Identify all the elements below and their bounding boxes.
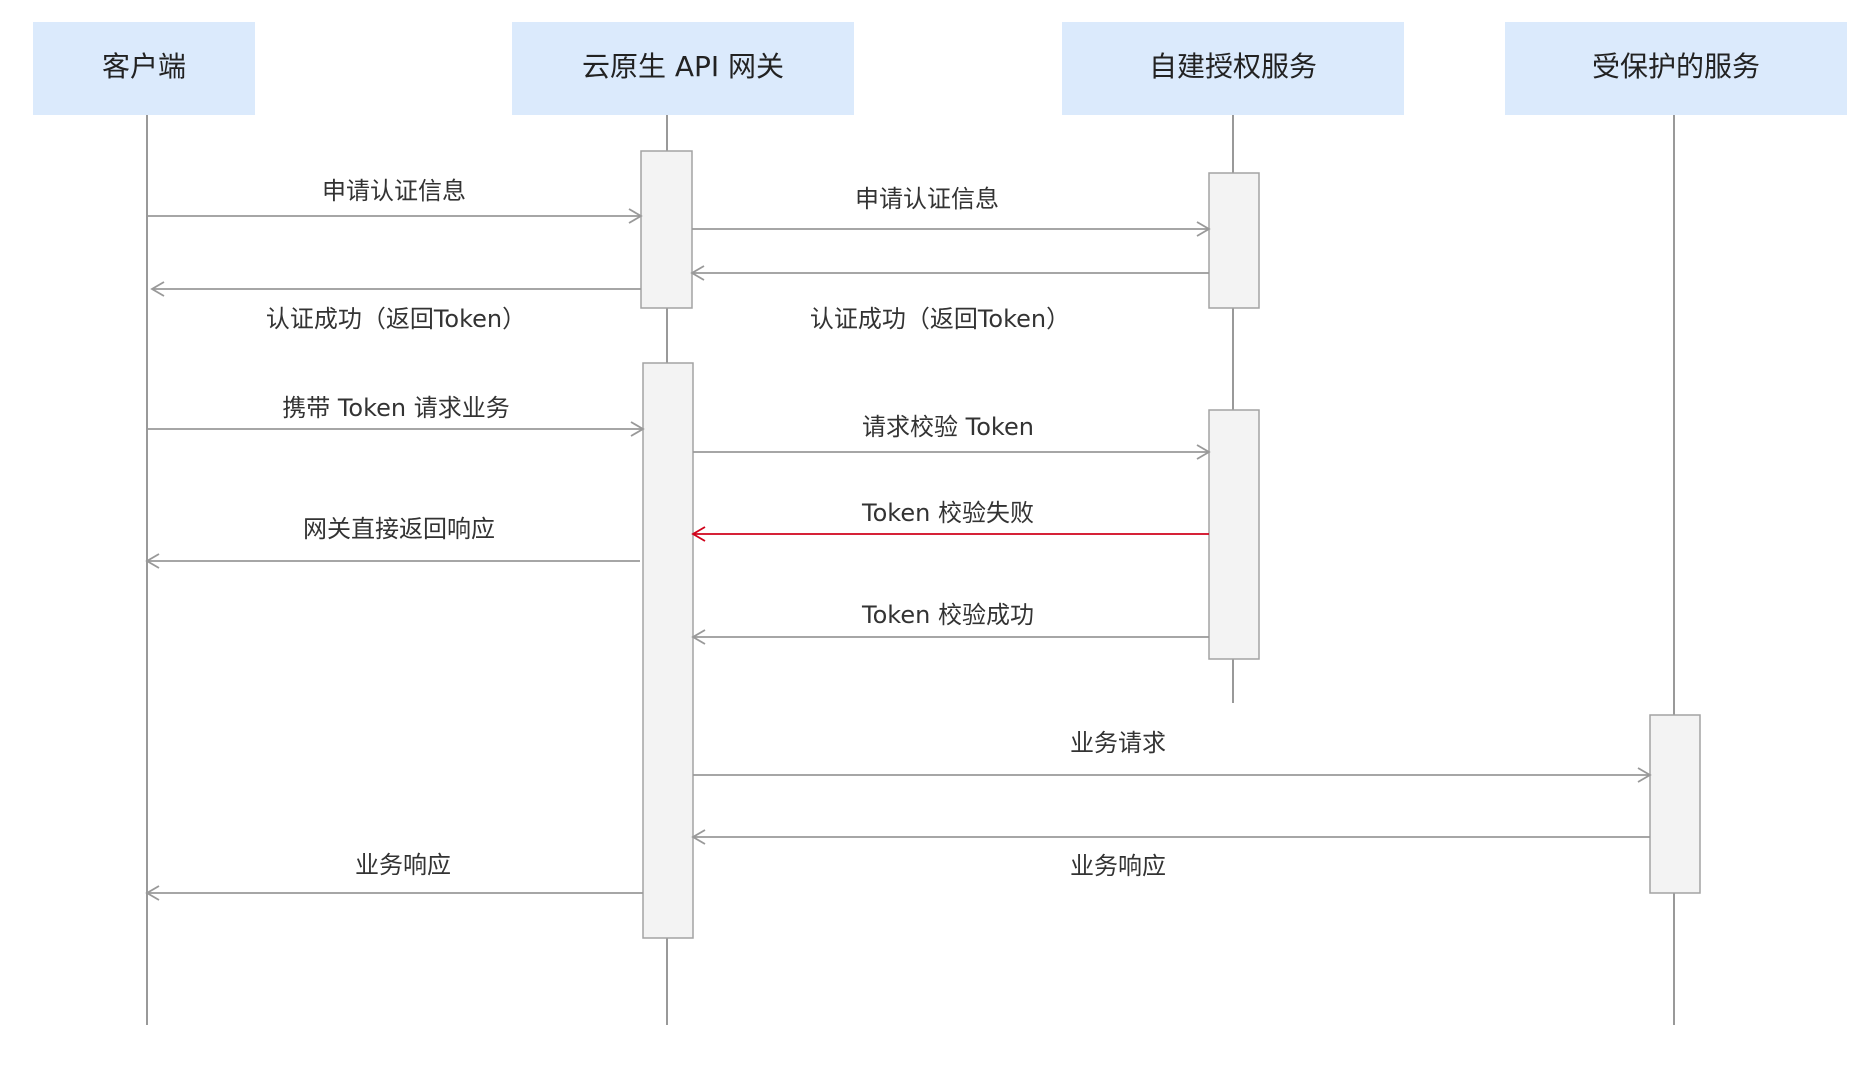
message-label: 申请认证信息 (855, 185, 999, 213)
activation-service (1649, 714, 1701, 894)
activation-gateway-business-phase (642, 362, 694, 939)
message-label: 业务请求 (1070, 729, 1166, 757)
arrow-head (1196, 444, 1211, 460)
arrow-head (691, 526, 706, 542)
message-auth-success-auth: 认证成功（返回Token） (690, 265, 1209, 333)
participant-auth: 自建授权服务 (1062, 22, 1404, 115)
message-token-verify-failed: Token 校验失败 (691, 499, 1209, 542)
arrow-head (628, 208, 643, 224)
message-apply-auth-client: 申请认证信息 (147, 177, 643, 224)
activation-auth-auth-phase (1208, 172, 1260, 309)
participant-client-label: 客户端 (102, 50, 186, 83)
message-token-verify-success: Token 校验成功 (691, 601, 1209, 645)
arrow-head (1637, 767, 1652, 783)
message-label: 申请认证信息 (322, 177, 466, 205)
activation-gateway-auth-phase (640, 150, 693, 309)
message-business-response-gateway: 业务响应 (145, 851, 643, 901)
message-label: Token 校验成功 (861, 601, 1034, 629)
arrow-head (691, 629, 706, 645)
message-business-request: 业务请求 (693, 729, 1652, 783)
participant-gateway: 云原生 API 网关 (512, 22, 854, 115)
message-label: 认证成功（返回Token） (810, 305, 1070, 333)
arrow-head (150, 281, 165, 297)
message-business-response-service: 业务响应 (691, 829, 1650, 880)
participant-service-label: 受保护的服务 (1592, 50, 1760, 83)
arrow-head (145, 885, 160, 901)
message-label: 携带 Token 请求业务 (282, 394, 510, 422)
activation-auth-verify-phase (1208, 409, 1260, 660)
message-label: 请求校验 Token (862, 413, 1034, 441)
message-label: Token 校验失败 (861, 499, 1034, 527)
arrow-head (691, 829, 706, 845)
participant-client: 客户端 (33, 22, 255, 115)
message-label: 网关直接返回响应 (303, 515, 495, 543)
message-business-with-token: 携带 Token 请求业务 (147, 394, 645, 437)
message-label: 认证成功（返回Token） (266, 305, 526, 333)
arrow-head (690, 265, 705, 281)
message-label: 业务响应 (1070, 852, 1166, 880)
participant-auth-label: 自建授权服务 (1149, 50, 1317, 83)
message-auth-success-gateway: 认证成功（返回Token） (150, 281, 641, 333)
message-apply-auth-gateway: 申请认证信息 (692, 185, 1211, 237)
participant-gateway-label: 云原生 API 网关 (582, 50, 784, 83)
message-label: 业务响应 (355, 851, 451, 879)
participant-service: 受保护的服务 (1505, 22, 1847, 115)
message-verify-token: 请求校验 Token (693, 413, 1211, 460)
message-gateway-direct-response: 网关直接返回响应 (145, 515, 640, 569)
arrow-head (145, 553, 160, 569)
arrow-head (630, 421, 645, 437)
arrow-head (1196, 221, 1211, 237)
